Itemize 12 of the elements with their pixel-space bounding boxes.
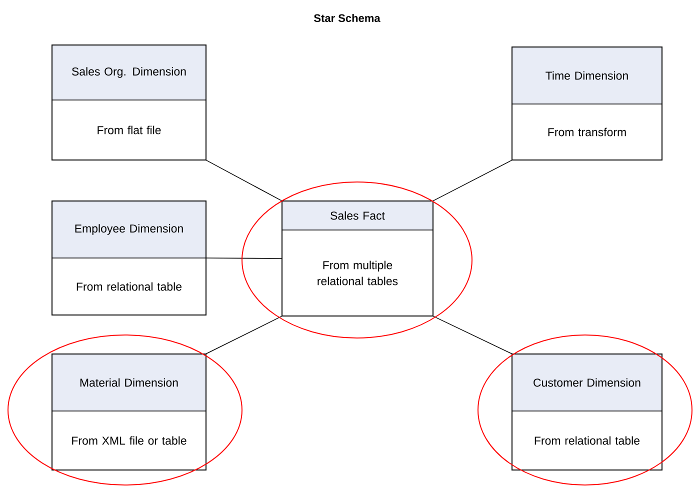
connector-line [206,160,282,202]
dimension-box: Sales Org. Dimension From flat file [52,44,206,160]
connector-line [206,258,282,259]
dimension-box: Time Dimension From transform [512,46,662,160]
connector-line [206,316,282,354]
connector-line [432,160,512,202]
dimension-box: Employee Dimension From relational table [52,200,206,316]
dimension-box: Customer Dimension From relational table [512,354,662,470]
dimension-box: Sales Fact From multiple relational tables [282,200,434,316]
dimension-box: Material Dimension From XML file or table [52,354,206,470]
connector-line [432,316,512,354]
title: Star Schema [314,14,380,22]
